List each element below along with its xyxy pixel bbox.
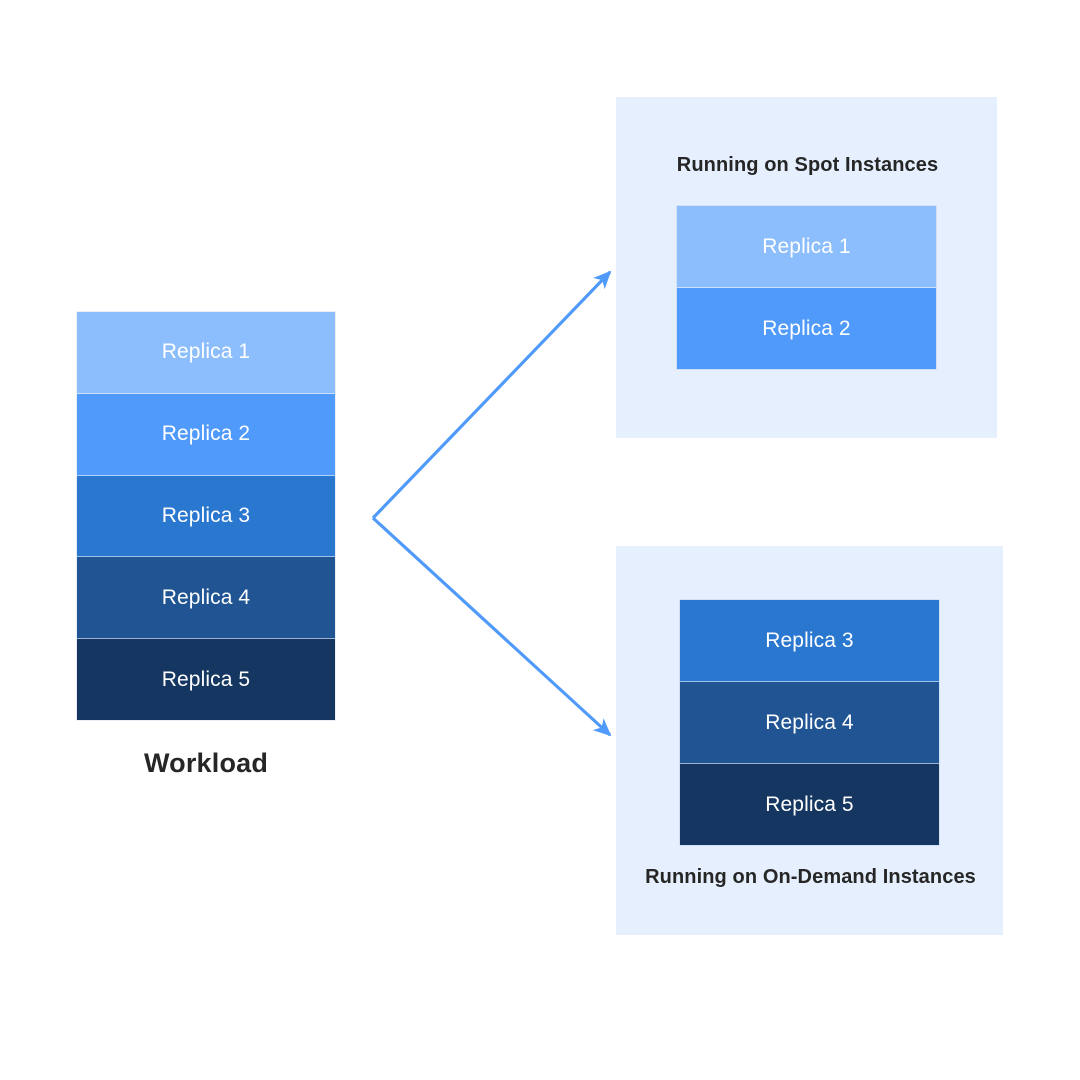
workload-replica-band: Replica 2 — [77, 393, 335, 476]
replica-label: Replica 4 — [765, 710, 854, 734]
replica-label: Replica 3 — [161, 503, 251, 527]
workload-replica-band: Replica 1 — [77, 312, 335, 394]
arrow-to-on-demand-instances — [371, 516, 612, 737]
spot-instances-panel: Running on Spot Instances Replica 1 Repl… — [616, 97, 997, 438]
replica-label: Replica 1 — [762, 234, 851, 258]
replica-label: Replica 1 — [161, 340, 251, 364]
spot-replica-band: Replica 1 — [677, 206, 936, 288]
on-demand-replica-band: Replica 4 — [680, 682, 939, 764]
workload-replica-band: Replica 3 — [77, 475, 335, 558]
spot-instances-title: Running on Spot Instances — [676, 154, 939, 176]
on-demand-replica-band: Replica 5 — [680, 764, 939, 845]
replica-label: Replica 5 — [765, 792, 854, 816]
workload-replica-band: Replica 5 — [77, 639, 335, 720]
on-demand-instances-panel: Running on On-Demand Instances Replica 3… — [616, 546, 1003, 935]
replica-label: Replica 5 — [161, 667, 251, 691]
replica-label: Replica 3 — [765, 628, 854, 652]
arrow-to-spot-instances — [371, 270, 612, 520]
on-demand-instances-title: Running on On-Demand Instances — [645, 866, 976, 888]
on-demand-replica-stack: Replica 3 Replica 4 Replica 5 — [680, 600, 939, 845]
workload-group: Replica 1 Replica 2 Replica 3 Replica 4 … — [77, 312, 335, 779]
replica-label: Replica 2 — [161, 422, 251, 446]
workload-replica-stack: Replica 1 Replica 2 Replica 3 Replica 4 … — [77, 312, 335, 720]
replica-label: Replica 2 — [762, 316, 851, 340]
workload-replica-band: Replica 4 — [77, 557, 335, 640]
spot-replica-stack: Replica 1 Replica 2 — [677, 206, 936, 369]
spot-replica-band: Replica 2 — [677, 288, 936, 369]
on-demand-replica-band: Replica 3 — [680, 600, 939, 682]
replica-label: Replica 4 — [161, 585, 251, 609]
workload-caption: Workload — [143, 748, 269, 778]
